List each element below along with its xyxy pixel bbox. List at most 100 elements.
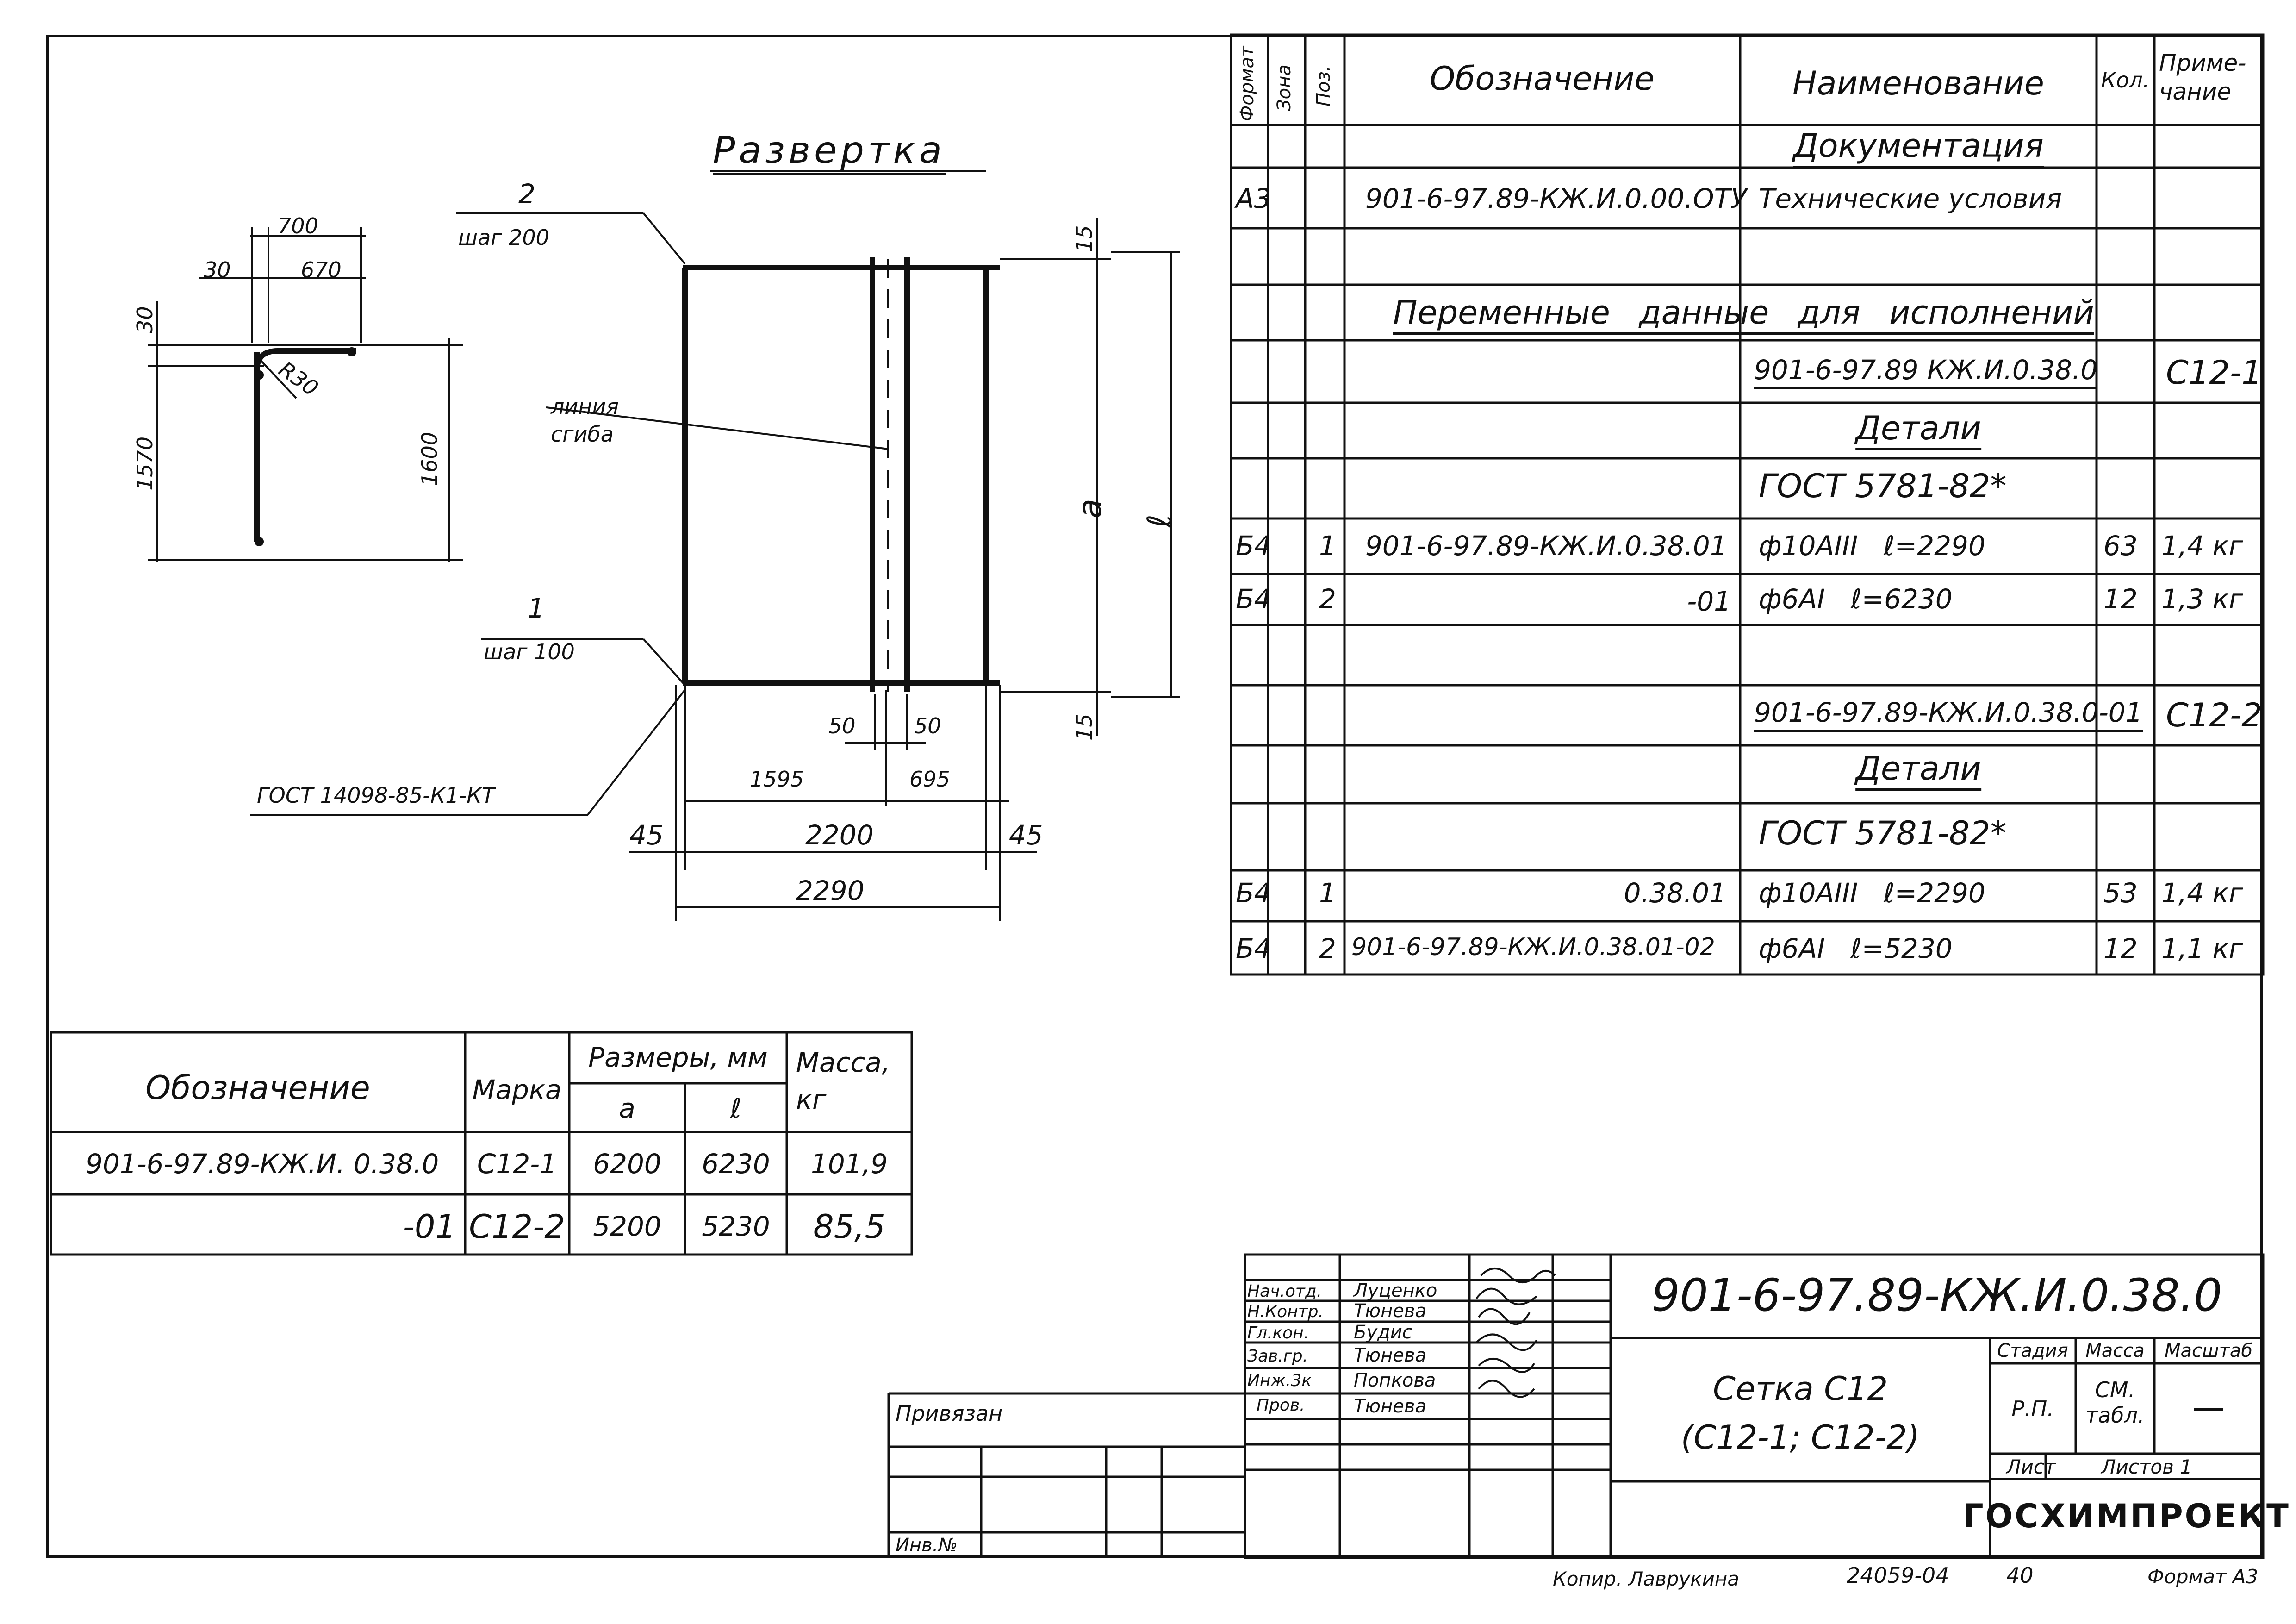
- spec-r5-name: Детали: [1855, 412, 1981, 450]
- var-h-l: ℓ: [730, 1093, 741, 1124]
- footer-copier: Копир. Лаврукина: [1553, 1568, 1740, 1590]
- spec-r13-pos: 1: [1319, 877, 1336, 909]
- var-r1-mark: С12-2: [469, 1208, 565, 1246]
- dim-670: 670: [301, 257, 342, 282]
- spec-r7-designation: 901-6-97.89-КЖ.И.0.38.01: [1365, 530, 1727, 562]
- var-r0-designation: 901-6-97.89-КЖ.И. 0.38.0: [86, 1148, 439, 1180]
- variants-table-lines: [50, 1031, 913, 1256]
- var-h-a: a: [619, 1093, 635, 1124]
- dim-50-right: 50: [914, 713, 941, 738]
- tb-organization: ГОСХИМПРОЕКТ: [1963, 1497, 2290, 1535]
- tb-stage: Р.П.: [2011, 1396, 2054, 1421]
- spec-h-note: Приме-чание: [2159, 50, 2246, 105]
- var-r1-designation: -01: [403, 1208, 456, 1246]
- spec-r14-name: ф6АI ℓ=5230: [1759, 933, 1953, 964]
- tb-privyazan: Привязан: [896, 1401, 1003, 1426]
- titleblock-lines: [887, 1253, 2265, 1559]
- footer-number: 24059-04: [1847, 1563, 1949, 1588]
- drawing-title: Развертка: [713, 132, 946, 175]
- spec-r13-note: 1,4 кг: [2161, 877, 2243, 909]
- spec-r13-format: Б4: [1236, 877, 1271, 909]
- callout-pos-1: 1: [528, 593, 545, 624]
- var-r1-mass: 85,5: [813, 1208, 885, 1246]
- tb-inv-number: Инв.№: [896, 1535, 958, 1556]
- spec-h-pos: Поз.: [1313, 65, 1334, 106]
- drawing-frame: [46, 35, 2263, 1558]
- tb-code: 901-6-97.89-КЖ.И.0.38.0: [1651, 1269, 2222, 1321]
- spec-r8-designation: -01: [1687, 586, 1731, 617]
- spec-r14-note: 1,1 кг: [2161, 933, 2243, 964]
- spec-r13-designation: 0.38.01: [1624, 877, 1726, 909]
- spec-r11-name: Детали: [1855, 752, 1981, 791]
- dim-15-top: 15: [1072, 225, 1097, 252]
- spec-h-qty: Кол.: [2101, 68, 2150, 93]
- spec-r8-name: ф6АI ℓ=6230: [1759, 583, 1953, 615]
- spec-r13-name: ф10АIII ℓ=2290: [1759, 877, 1985, 909]
- dim-15-bottom: 15: [1072, 713, 1097, 741]
- dim-1570: 1570: [132, 436, 157, 491]
- spec-r7-qty: 63: [2103, 530, 2138, 562]
- var-r0-l: 6230: [702, 1148, 770, 1180]
- fold-line-label-1: линия: [551, 394, 619, 419]
- tb-person-0: Луценко: [1354, 1280, 1437, 1301]
- dim-45-left: 45: [629, 819, 664, 851]
- spec-h-format: Формат: [1237, 46, 1258, 121]
- callout-step-100: шаг 100: [484, 639, 575, 664]
- var-h-mass: Масса, кг: [796, 1047, 890, 1115]
- var-r1-a: 5200: [593, 1211, 661, 1242]
- dim-700: 700: [278, 213, 318, 238]
- spec-r6-name: ГОСТ 5781-82*: [1759, 467, 2007, 505]
- dim-2290: 2290: [796, 875, 865, 906]
- spec-r7-pos: 1: [1319, 530, 1336, 562]
- signatures: [1475, 1268, 1556, 1398]
- tb-person-1: Тюнева: [1354, 1300, 1426, 1322]
- tb-person-4: Попкова: [1354, 1370, 1436, 1391]
- mesh-development: [250, 170, 1180, 921]
- spec-r8-format: Б4: [1236, 583, 1271, 615]
- var-r0-a: 6200: [593, 1148, 661, 1180]
- dim-45-right: 45: [1009, 819, 1043, 851]
- spec-h-designation: Обозначение: [1430, 60, 1655, 98]
- tb-name-2: (С12-1; С12-2): [1681, 1418, 1920, 1456]
- spec-r14-format: Б4: [1236, 933, 1271, 964]
- tb-person-3: Тюнева: [1354, 1345, 1426, 1366]
- var-h-designation: Обозначение: [145, 1069, 370, 1107]
- tb-role-3: Зав.гр.: [1247, 1347, 1308, 1366]
- tb-sheet: Лист: [2006, 1455, 2056, 1478]
- dim-30-top: 30: [204, 257, 231, 282]
- tb-sheets: Листов 1: [2101, 1455, 2192, 1478]
- tb-role-1: Н.Контр.: [1247, 1302, 1324, 1321]
- dim-30-left: 30: [132, 306, 157, 333]
- gost-weld-label: ГОСТ 14098-85-К1-КТ: [257, 783, 495, 808]
- spec-r1-format: А3: [1236, 183, 1271, 214]
- spec-r4-note: С12-1: [2166, 354, 2262, 392]
- spec-r7-name: ф10АIII ℓ=2290: [1759, 530, 1985, 562]
- tb-scale: —: [2192, 1388, 2225, 1426]
- spec-r14-qty: 12: [2103, 933, 2138, 964]
- spec-r10-note: С12-2: [2166, 696, 2262, 734]
- footer-format: Формат А3: [2147, 1565, 2259, 1588]
- tb-role-4: Инж.3к: [1247, 1371, 1312, 1390]
- tb-person-5: Тюнева: [1354, 1396, 1426, 1417]
- footer-sheet-number: 40: [2006, 1563, 2034, 1588]
- fold-line-label-2: сгиба: [551, 422, 614, 447]
- var-h-sizes: Размеры, мм: [588, 1042, 768, 1073]
- spec-h-zone: Зона: [1274, 64, 1295, 111]
- spec-r7-note: 1,4 кг: [2161, 530, 2243, 562]
- tb-role-5: Пров.: [1257, 1396, 1305, 1415]
- spec-r14-designation: 901-6-97.89-КЖ.И.0.38.01-02: [1351, 933, 1715, 961]
- dim-a: a: [1071, 499, 1109, 518]
- bent-bar-detail: [148, 227, 463, 562]
- spec-r1-name: Технические условия: [1759, 183, 2062, 214]
- spec-r8-qty: 12: [2103, 583, 2138, 615]
- dim-1595: 1595: [750, 767, 804, 792]
- var-h-mark: Марка: [472, 1074, 562, 1106]
- dim-l: ℓ: [1140, 514, 1178, 528]
- var-r0-mass: 101,9: [810, 1148, 888, 1180]
- dim-695: 695: [909, 767, 950, 792]
- spec-r4-name: 901-6-97.89 КЖ.И.0.38.0: [1754, 356, 2098, 389]
- spec-r1-designation: 901-6-97.89-КЖ.И.0.00.ОТУ: [1365, 183, 1747, 214]
- callout-step-200: шаг 200: [458, 225, 549, 250]
- tb-mass: СМ. табл.: [2085, 1377, 2145, 1428]
